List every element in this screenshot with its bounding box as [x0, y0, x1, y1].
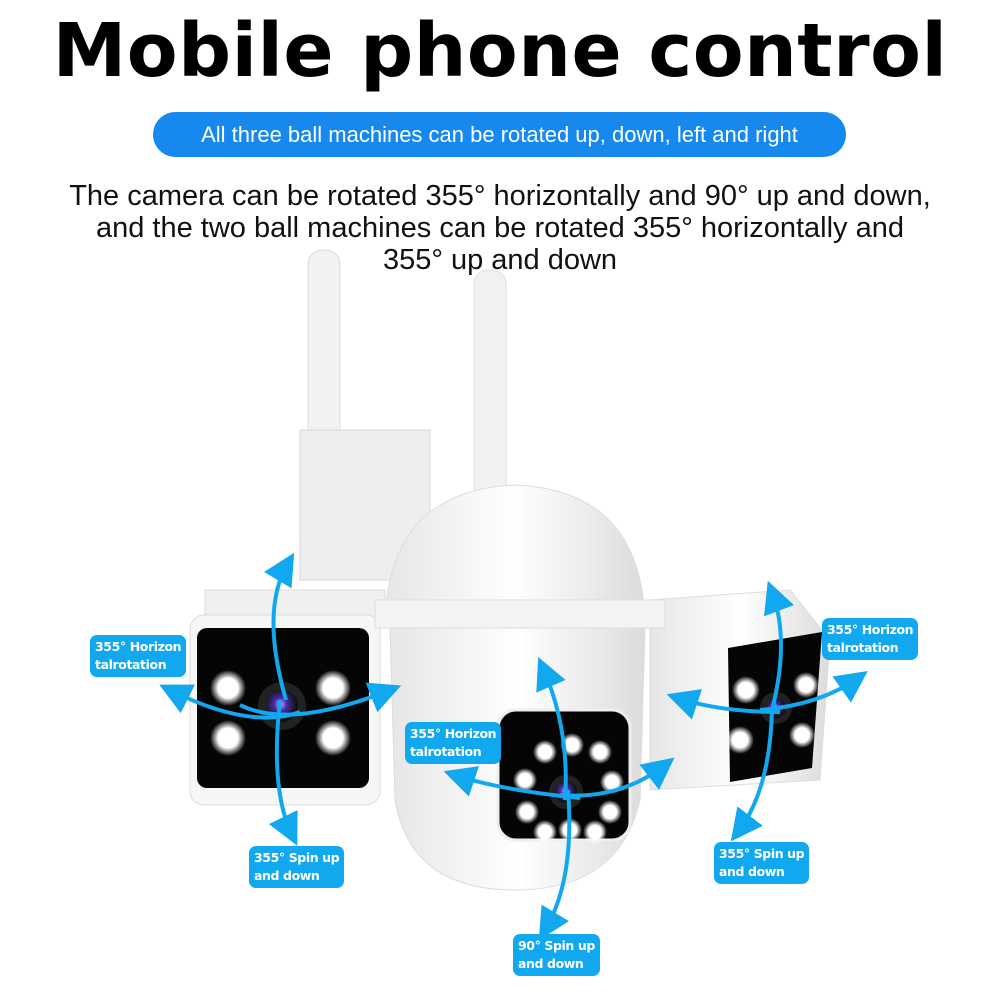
- callout-text: 355° Horizon: [827, 622, 914, 637]
- callout-right-vertical: 355° Spin up and down: [714, 842, 810, 884]
- callout-text: and down: [719, 864, 785, 879]
- callout-text: 355° Horizon: [95, 639, 182, 654]
- callout-left-vertical: 355° Spin up and down: [249, 846, 345, 888]
- callout-text: 355° Spin up: [719, 846, 805, 861]
- description-line: 355° up and down: [382, 244, 618, 276]
- callout-left-horizontal: 355° Horizon talrotation: [90, 635, 187, 677]
- callout-text: 355° Spin up: [254, 850, 340, 865]
- callout-text: and down: [518, 956, 584, 971]
- callout-text: talrotation: [827, 640, 899, 655]
- left-camera: [189, 614, 381, 806]
- rotation-arrows: [159, 552, 868, 941]
- callout-text: and down: [254, 868, 320, 883]
- description-line: The camera can be rotated 355° horizonta…: [69, 180, 931, 212]
- callout-text: talrotation: [95, 657, 167, 672]
- callout-text: talrotation: [410, 744, 482, 759]
- description-line: and the two ball machines can be rotated…: [95, 212, 904, 244]
- callout-center-vertical: 90° Spin up and down: [513, 934, 600, 976]
- right-camera: [649, 589, 831, 791]
- feature-banner: All three ball machines can be rotated u…: [153, 112, 846, 157]
- callout-right-horizontal: 355° Horizon talrotation: [822, 618, 919, 660]
- callout-text: 355° Horizon: [410, 726, 497, 741]
- center-dome-camera: [374, 484, 666, 891]
- description: The camera can be rotated 355° horizonta…: [20, 180, 980, 276]
- callout-center-horizontal: 355° Horizon talrotation: [405, 722, 502, 764]
- page-title: Mobile phone control: [52, 8, 948, 94]
- callout-text: 90° Spin up: [518, 938, 595, 953]
